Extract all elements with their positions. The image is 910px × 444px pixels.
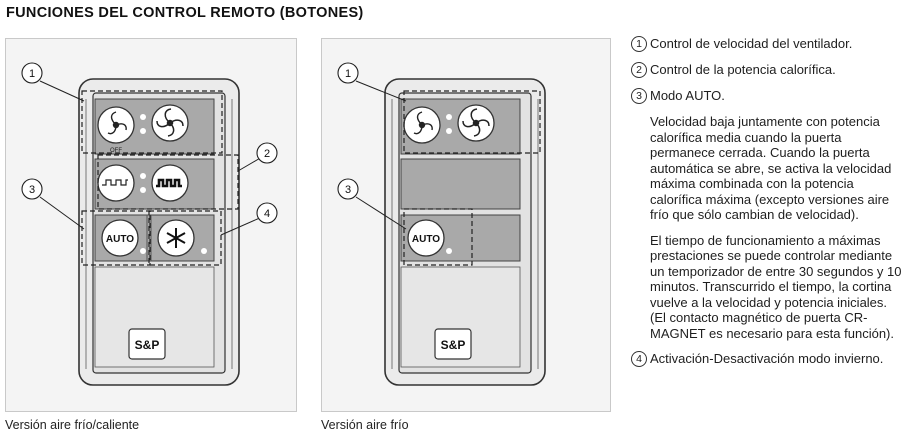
caption-cold: Versión aire frío (321, 418, 409, 432)
function-text-3: Modo AUTO. (650, 88, 725, 103)
svg-text:S&P: S&P (135, 338, 160, 352)
auto-label: AUTO (106, 234, 134, 245)
function-number-4: 4 (631, 351, 647, 367)
function-item-1: 1 Control de velocidad del ventilador. (631, 36, 906, 52)
heat-low-icon (102, 179, 128, 186)
svg-text:3: 3 (345, 184, 351, 196)
auto-mode-paragraph-2: El tiempo de funcionamiento a máximas pr… (650, 232, 902, 341)
remote-illustration-cold: AUTO S&P 1 3 (337, 62, 546, 386)
fan-speed-section (400, 98, 521, 155)
auto-button[interactable]: AUTO (407, 219, 445, 257)
svg-text:2: 2 (264, 148, 270, 160)
remote-panel-cold: AUTO S&P 1 3 (321, 38, 611, 412)
empty-heat-section (400, 158, 521, 210)
auto-button[interactable]: AUTO (101, 219, 139, 257)
function-descriptions: 1 Control de velocidad del ventilador. 2… (631, 36, 906, 377)
remote-panel-cold-heat: OFF (5, 38, 297, 412)
function-text-1: Control de velocidad del ventilador. (650, 36, 853, 51)
function-item-2: 2 Control de la potencia calorífica. (631, 62, 906, 78)
auto-mode-paragraph-1: Velocidad baja juntamente con potencia c… (650, 114, 892, 222)
svg-text:4: 4 (264, 208, 270, 220)
auto-winter-section: AUTO (94, 214, 215, 262)
auto-section: AUTO (400, 214, 521, 262)
remote-illustration-cold-heat: OFF (21, 62, 278, 386)
heat-low-button[interactable] (97, 164, 135, 202)
heat-power-section (94, 158, 215, 210)
sp-logo-icon: S&P (434, 328, 472, 360)
caption-cold-heat: Versión aire frío/caliente (5, 418, 140, 432)
fan-high-button[interactable] (457, 104, 495, 142)
fan-low-button[interactable] (403, 106, 441, 144)
page-title: FUNCIONES DEL CONTROL REMOTO (BOTONES) (6, 5, 364, 21)
svg-text:1: 1 (345, 68, 351, 80)
svg-text:S&P: S&P (441, 338, 466, 352)
svg-text:3: 3 (29, 184, 35, 196)
heat-high-icon (156, 178, 182, 188)
callout-3: 3 (337, 178, 359, 200)
fan-speed-section: OFF (94, 98, 215, 155)
off-label: OFF (110, 148, 122, 154)
auto-label: AUTO (412, 234, 440, 245)
function-text-4: Activación-Desactivación modo invierno. (650, 351, 884, 366)
function-item-3: 3 Modo AUTO. (631, 88, 906, 104)
function-number-2: 2 (631, 62, 647, 78)
function-item-4: 4 Activación-Desactivación modo invierno… (631, 351, 906, 367)
function-text-2: Control de la potencia calorífica. (650, 62, 836, 77)
sp-logo-icon: S&P (128, 328, 166, 360)
heat-high-button[interactable] (151, 164, 189, 202)
fan-high-button[interactable] (151, 104, 189, 142)
callout-1: 1 (337, 62, 359, 84)
callout-1: 1 (21, 62, 43, 84)
function-number-1: 1 (631, 36, 647, 52)
fan-high-icon (156, 108, 184, 137)
fan-low-icon (107, 111, 127, 135)
winter-mode-button[interactable] (157, 219, 195, 257)
fan-low-icon (413, 111, 433, 135)
function-number-3: 3 (631, 88, 647, 104)
callout-3: 3 (21, 178, 43, 200)
svg-text:1: 1 (29, 68, 35, 80)
fan-high-icon (462, 108, 490, 137)
callout-4: 4 (256, 202, 278, 224)
callout-2: 2 (256, 142, 278, 164)
snowflake-icon (166, 228, 186, 248)
fan-low-button[interactable]: OFF (97, 106, 135, 154)
